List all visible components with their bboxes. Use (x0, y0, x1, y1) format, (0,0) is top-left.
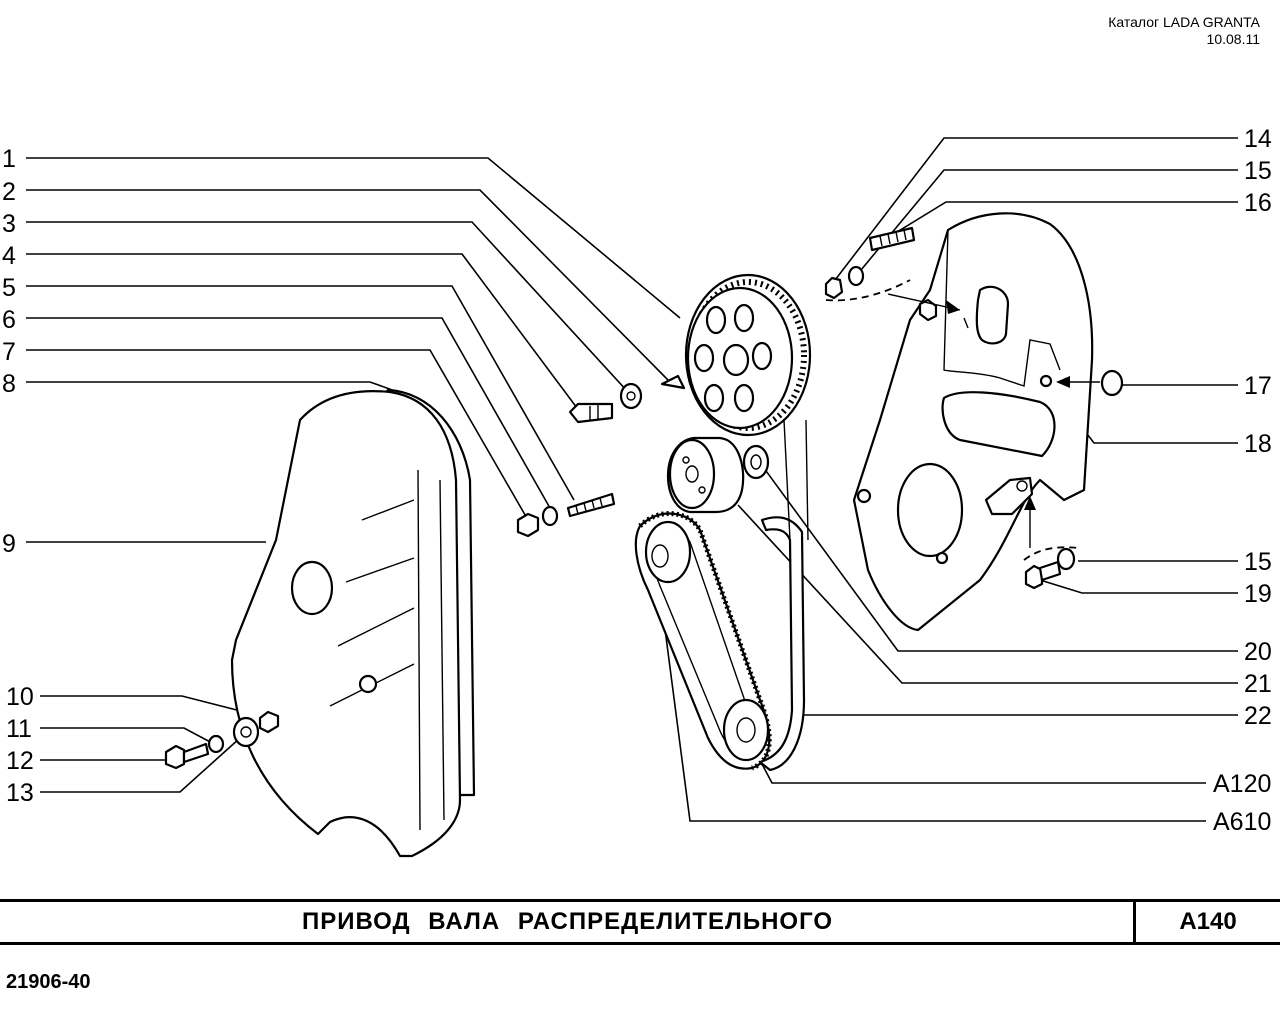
nut-14 (824, 276, 844, 300)
bolt-19-head (1024, 564, 1044, 590)
cover-body (230, 390, 462, 858)
leader-4 (26, 253, 581, 413)
catalog-title: Каталог LADA GRANTA (1108, 14, 1260, 30)
callout-9: 9 (2, 530, 16, 558)
callout-1: 1 (2, 145, 16, 173)
callout-3: 3 (2, 210, 16, 238)
bolt-19-shank (1038, 560, 1062, 582)
callout-2: 2 (2, 178, 16, 206)
bolt-12-head (164, 744, 186, 770)
leader-14 (831, 137, 1238, 285)
nut-10 (258, 710, 280, 734)
cover-edge-lines (417, 469, 445, 831)
leader-a120 (743, 729, 1206, 784)
section-code: A140 (1179, 908, 1237, 935)
tensioner-roller (666, 436, 770, 514)
callout-10: 10 (6, 683, 34, 711)
callout-4: 4 (2, 242, 16, 270)
washer-15-top (847, 265, 865, 287)
callout-20: 20 (1244, 638, 1272, 666)
crank-pulley (722, 698, 770, 762)
callout-19: 19 (1244, 580, 1272, 608)
leader-16 (883, 201, 1238, 241)
leader-6 (26, 317, 551, 509)
washer-15-bottom (1056, 547, 1076, 571)
nut-7 (516, 512, 540, 538)
leader-18 (1083, 429, 1238, 444)
title-bar: ПРИВОД ВАЛА РАСПРЕДЕЛИТЕЛЬНОГО A140 (0, 899, 1280, 945)
belt-right-run (758, 516, 806, 772)
leader-5 (26, 285, 575, 501)
rear-cover-slot (975, 285, 1010, 345)
exploded-parts-diagram: 1 2 3 4 5 6 7 8 9 10 11 12 13 14 15 16 1… (2, 125, 1272, 858)
leader-19 (1039, 579, 1238, 594)
leader-7 (26, 349, 529, 521)
callout-17: 17 (1244, 372, 1272, 400)
washer-20 (742, 444, 770, 480)
drawing-number: 21906-40 (6, 971, 91, 993)
callout-14: 14 (1244, 125, 1272, 153)
callout-5: 5 (2, 274, 16, 302)
callout-7: 7 (2, 338, 16, 366)
leader-8 (26, 381, 399, 393)
catalog-date: 10.08.11 (1206, 31, 1260, 47)
rear-timing-cover (852, 212, 1094, 632)
leader-a610 (655, 559, 1206, 822)
washer-3 (619, 382, 643, 410)
plug-17 (1100, 369, 1124, 397)
bolt-4 (568, 402, 614, 424)
callout-12: 12 (6, 747, 34, 775)
callout-a120: A120 (1213, 770, 1271, 798)
leader-10 (40, 695, 269, 719)
camshaft-pulley (684, 273, 812, 437)
callout-13: 13 (6, 779, 34, 807)
cover-ribs (329, 499, 415, 707)
callout-16: 16 (1244, 189, 1272, 217)
title-separator (1133, 902, 1136, 942)
cover-bolt-hole (358, 674, 378, 694)
rear-cover-bracket (984, 476, 1034, 516)
left-callout-labels: 1 2 3 4 5 6 7 8 9 10 11 12 13 (2, 145, 34, 807)
cover-boss (290, 560, 334, 616)
leader-13 (40, 737, 241, 793)
leader-3 (26, 221, 629, 393)
leader-20 (757, 459, 1238, 652)
front-timing-cover (230, 388, 476, 858)
callout-15-bottom: 15 (1244, 548, 1272, 576)
callout-15-top: 15 (1244, 157, 1272, 185)
leader-11 (40, 727, 215, 745)
washer-11 (207, 734, 225, 754)
stud-16 (868, 226, 916, 252)
callout-a610: A610 (1213, 808, 1271, 836)
dashed-group-bottom (1023, 546, 1081, 561)
rear-cover-window (941, 391, 1056, 458)
spacer-13 (232, 716, 260, 748)
rear-cover-opening (896, 462, 964, 558)
page-title: ПРИВОД ВАЛА РАСПРЕДЕЛИТЕЛЬНОГО (301, 908, 834, 935)
callout-11: 11 (6, 715, 32, 743)
stud-5 (566, 492, 616, 518)
callout-6: 6 (2, 306, 16, 334)
left-fasteners (164, 374, 686, 770)
callout-18: 18 (1244, 430, 1272, 458)
washer-6 (541, 505, 559, 527)
pulley-hub (722, 343, 750, 377)
rear-cover-nut (918, 298, 938, 322)
right-fasteners (824, 226, 1124, 590)
timing-belt (634, 419, 809, 772)
callout-21: 21 (1244, 670, 1272, 698)
right-callout-labels: 14 15 16 17 18 15 19 20 21 22 A120 A610 (1213, 125, 1272, 836)
leader-lines (26, 137, 1238, 822)
callout-22: 22 (1244, 702, 1272, 730)
tensioner-face (668, 438, 716, 510)
callout-8: 8 (2, 370, 16, 398)
dashed-group-top (825, 279, 911, 302)
leader-2 (26, 189, 669, 381)
bolt-12-shank (182, 742, 210, 764)
leader-1 (26, 157, 681, 319)
key-2 (660, 374, 686, 390)
